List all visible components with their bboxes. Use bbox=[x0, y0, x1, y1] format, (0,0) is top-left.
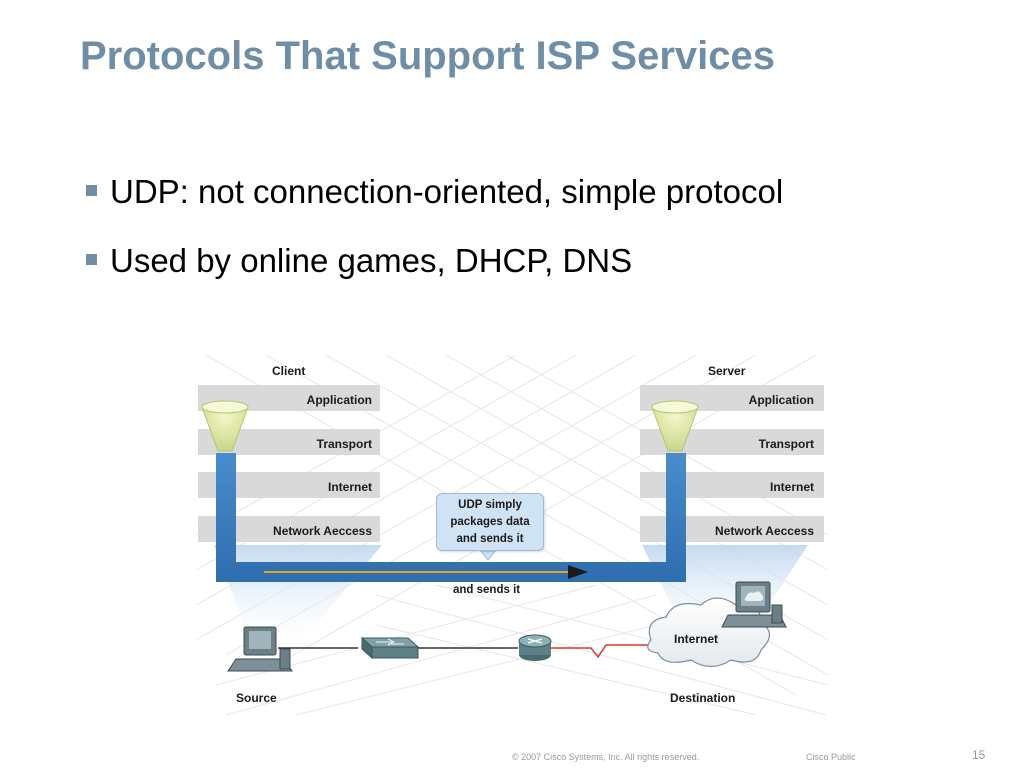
server-layer-application: Application bbox=[748, 393, 814, 407]
page-number: 15 bbox=[972, 748, 986, 762]
server-label: Server bbox=[708, 364, 746, 378]
client-layer-application: Application bbox=[306, 393, 372, 407]
callout-line: and sends it bbox=[456, 533, 524, 545]
router-internet-wan-link bbox=[546, 644, 656, 659]
callout-line: packages data bbox=[450, 516, 530, 528]
client-label: Client bbox=[272, 364, 306, 378]
source-computer-icon bbox=[227, 626, 293, 672]
router-icon bbox=[518, 634, 552, 661]
destination-label: Destination bbox=[670, 691, 736, 705]
footer-copyright: © 2007 Cisco Systems, Inc. All rights re… bbox=[512, 752, 700, 762]
client-glow bbox=[214, 545, 382, 655]
arrow-caption: and sends it bbox=[453, 584, 521, 596]
bullet-item: Used by online games, DHCP, DNS bbox=[86, 241, 783, 281]
server-layer-internet: Internet bbox=[769, 480, 814, 494]
destination-computer-icon bbox=[721, 581, 787, 628]
bullet-list: UDP: not connection-oriented, simple pro… bbox=[86, 172, 783, 310]
footer-classification: Cisco Public bbox=[806, 752, 856, 762]
client-layer-network-access: Network Aeccess bbox=[273, 524, 372, 538]
bullet-text: UDP: not connection-oriented, simple pro… bbox=[110, 173, 784, 210]
client-funnel-icon bbox=[201, 400, 249, 452]
udp-callout: UDP simply packages data and sends it bbox=[436, 493, 544, 551]
server-layer-network-access: Network Aeccess bbox=[715, 524, 814, 538]
data-pipe bbox=[216, 453, 686, 582]
udp-diagram-graphic bbox=[196, 355, 828, 715]
server-funnel-icon bbox=[651, 400, 699, 452]
source-label: Source bbox=[236, 691, 277, 705]
server-layer-stack bbox=[640, 385, 824, 542]
client-layer-internet: Internet bbox=[327, 480, 372, 494]
udp-diagram: Client Server Application Transport Inte… bbox=[196, 355, 828, 715]
bullet-text: Used by online games, DHCP, DNS bbox=[110, 242, 633, 279]
bullet-item: UDP: not connection-oriented, simple pro… bbox=[86, 172, 783, 212]
slide-title: Protocols That Support ISP Services bbox=[80, 34, 775, 78]
udp-arrow-head bbox=[568, 565, 588, 579]
internet-cloud-label: Internet bbox=[674, 632, 719, 646]
switch-icon bbox=[360, 636, 420, 660]
server-layer-transport: Transport bbox=[758, 437, 814, 451]
square-bullet-icon bbox=[86, 254, 97, 265]
square-bullet-icon bbox=[86, 185, 97, 196]
callout-pointer bbox=[479, 550, 497, 561]
callout-line: UDP simply bbox=[458, 499, 522, 511]
client-layer-transport: Transport bbox=[316, 437, 372, 451]
